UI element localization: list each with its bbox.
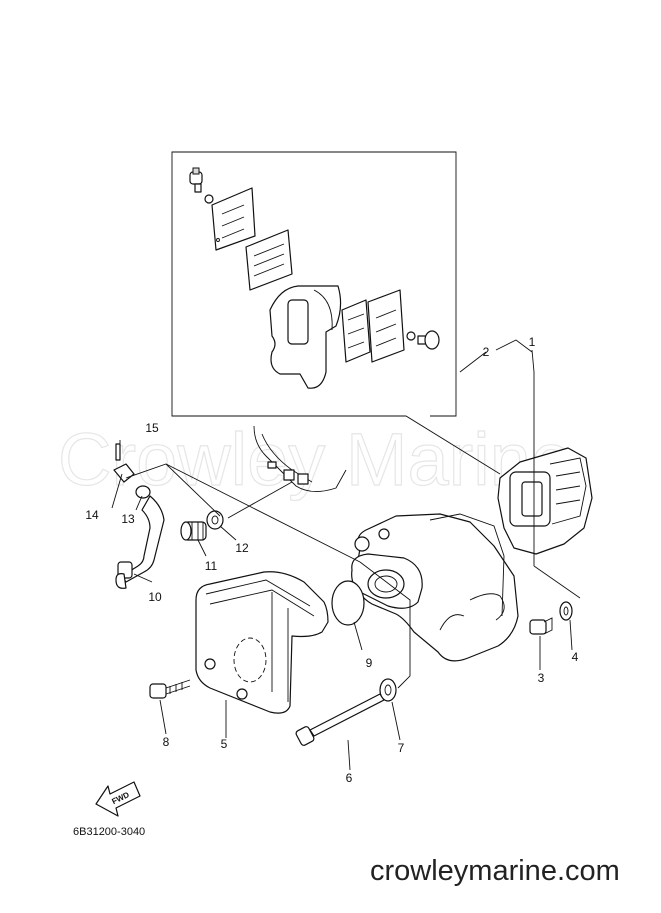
inset-reed-housing xyxy=(269,285,342,389)
inset-reed-plate-4 xyxy=(367,289,405,363)
washer-4 xyxy=(559,601,573,621)
long-bolt-6 xyxy=(295,693,385,746)
gasket-o-ring xyxy=(331,580,365,626)
inset-reed-plate-3 xyxy=(341,299,371,363)
callout-9: 9 xyxy=(366,656,373,670)
inset-reed-plate-2 xyxy=(245,229,293,291)
inset-screw-large xyxy=(417,330,440,350)
watermark-text: Crowley Marine xyxy=(58,418,572,501)
grommet xyxy=(180,521,207,541)
carburetor-flange xyxy=(351,553,423,609)
callout-10: 10 xyxy=(148,590,162,604)
callout-numbers: 1 2 3 4 5 6 7 8 9 10 11 12 13 14 15 xyxy=(85,335,578,785)
callout-11: 11 xyxy=(205,559,218,573)
callout-8: 8 xyxy=(163,735,170,749)
callout-4: 4 xyxy=(572,650,579,664)
carburetor-body xyxy=(354,513,519,662)
callout-5: 5 xyxy=(221,737,228,751)
inset-washer xyxy=(204,194,214,204)
leader-lines xyxy=(111,339,581,771)
callout-13: 13 xyxy=(121,512,135,526)
callout-6: 6 xyxy=(346,771,353,785)
inset-reed-plate-1 xyxy=(211,187,256,251)
callout-12: 12 xyxy=(235,541,249,555)
fwd-arrow-icon: FWD xyxy=(95,781,141,817)
bolt-8 xyxy=(149,679,191,699)
choke-bushing xyxy=(135,485,151,499)
collar-washer-7 xyxy=(379,678,397,702)
inset-screw-small xyxy=(189,167,203,193)
reed-valve-assembly xyxy=(497,447,593,555)
inset-washer-2 xyxy=(406,331,416,341)
reed-valve-detail-inset xyxy=(171,151,501,475)
callout-7: 7 xyxy=(398,741,405,755)
bolt-3 xyxy=(529,617,553,635)
choke-rod xyxy=(115,495,165,589)
intake-silencer xyxy=(195,571,329,714)
site-label: crowleymarine.com xyxy=(370,855,620,887)
callout-2: 2 xyxy=(483,345,490,359)
callout-15: 15 xyxy=(145,421,159,435)
diagram-code: 6B31200-3040 xyxy=(73,826,145,838)
callout-3: 3 xyxy=(538,671,545,685)
engine-outline xyxy=(253,425,347,492)
callout-14: 14 xyxy=(85,508,99,522)
callout-1: 1 xyxy=(529,335,536,349)
